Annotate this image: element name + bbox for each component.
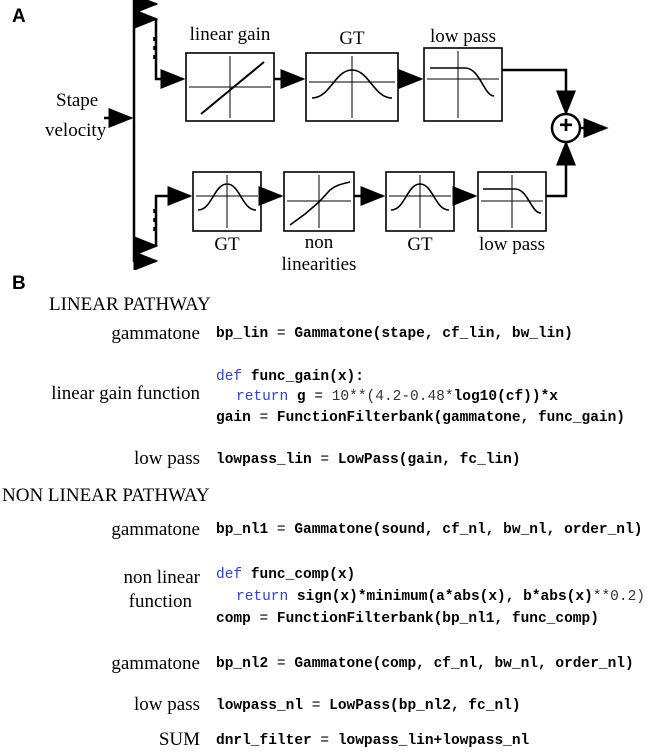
nonlinear-pathway-title: NON LINEAR PATHWAY bbox=[2, 485, 210, 506]
lowpass-bottom-label: low pass bbox=[479, 234, 545, 255]
gt-bottom-2-label: GT bbox=[407, 234, 433, 255]
gt-block-top bbox=[305, 52, 399, 122]
code-bp-lin: bp_lin = Gammatone(stape, cf_lin, bw_lin… bbox=[216, 326, 573, 342]
code-gain: gain = FunctionFilterbank(gammatone, fun… bbox=[216, 410, 625, 426]
row-label-gain-function: linear gain function bbox=[51, 383, 200, 404]
input-label-line1: Stape bbox=[56, 90, 99, 111]
code-return-comp: return sign(x)*minimum(a*abs(x), b*abs(x… bbox=[236, 589, 645, 605]
gt-block-bottom-2 bbox=[385, 171, 455, 232]
nonlin-label-line2: linearities bbox=[281, 254, 357, 275]
gt-top-label: GT bbox=[339, 28, 365, 49]
row-label-sum: SUM bbox=[158, 729, 200, 750]
row-label-lowpass-nl: low pass bbox=[134, 694, 200, 715]
gt-bottom-1-label: GT bbox=[214, 234, 240, 255]
row-label-lowpass-lin: low pass bbox=[134, 448, 200, 469]
panel-a-label: A bbox=[12, 6, 26, 27]
nonlin-label-line1: non bbox=[304, 232, 334, 253]
linear-gain-label: linear gain bbox=[189, 24, 271, 45]
code-def-gain: def func_gain(x): bbox=[216, 369, 364, 385]
linear-gain-block bbox=[185, 52, 275, 122]
code-lowpass-lin: lowpass_lin = LowPass(gain, fc_lin) bbox=[216, 452, 521, 468]
code-return-gain: return g = 10**(4.2-0.48*log10(cf))*x bbox=[236, 389, 558, 405]
row-label-nonlinear-fn-2: function bbox=[128, 591, 192, 612]
row-label-gammatone-nl2: gammatone bbox=[111, 653, 200, 674]
nonlinearity-block bbox=[283, 171, 355, 232]
block-diagram bbox=[104, 0, 609, 270]
row-label-nonlinear-fn-1: non linear bbox=[123, 567, 200, 588]
code-bp-nl2: bp_nl2 = Gammatone(comp, cf_nl, bw_nl, o… bbox=[216, 656, 634, 672]
row-label-gammatone-nl1: gammatone bbox=[111, 519, 200, 540]
lowpass-block-bottom bbox=[477, 171, 547, 232]
input-label-line2: velocity bbox=[45, 120, 107, 141]
sum-plus-symbol: + bbox=[558, 112, 573, 139]
lowpass-top-label: low pass bbox=[430, 26, 496, 47]
ellipsis-bottom: ⋮ bbox=[142, 205, 168, 234]
row-label-gammatone-lin: gammatone bbox=[111, 323, 200, 344]
panel-b-label: B bbox=[12, 273, 26, 294]
code-comp: comp = FunctionFilterbank(bp_nl1, func_c… bbox=[216, 611, 599, 627]
code-def-comp: def func_comp(x) bbox=[216, 567, 356, 583]
code-dnrl-filter: dnrl_filter = lowpass_lin+lowpass_nl bbox=[216, 733, 530, 749]
ellipsis-top: ⋮ bbox=[142, 33, 168, 62]
code-lowpass-nl: lowpass_nl = LowPass(bp_nl2, fc_nl) bbox=[216, 698, 521, 714]
gt-block-bottom-1 bbox=[192, 171, 262, 232]
lowpass-block-top bbox=[423, 47, 503, 122]
linear-pathway-title: LINEAR PATHWAY bbox=[49, 294, 211, 315]
code-bp-nl1: bp_nl1 = Gammatone(sound, cf_nl, bw_nl, … bbox=[216, 522, 643, 538]
